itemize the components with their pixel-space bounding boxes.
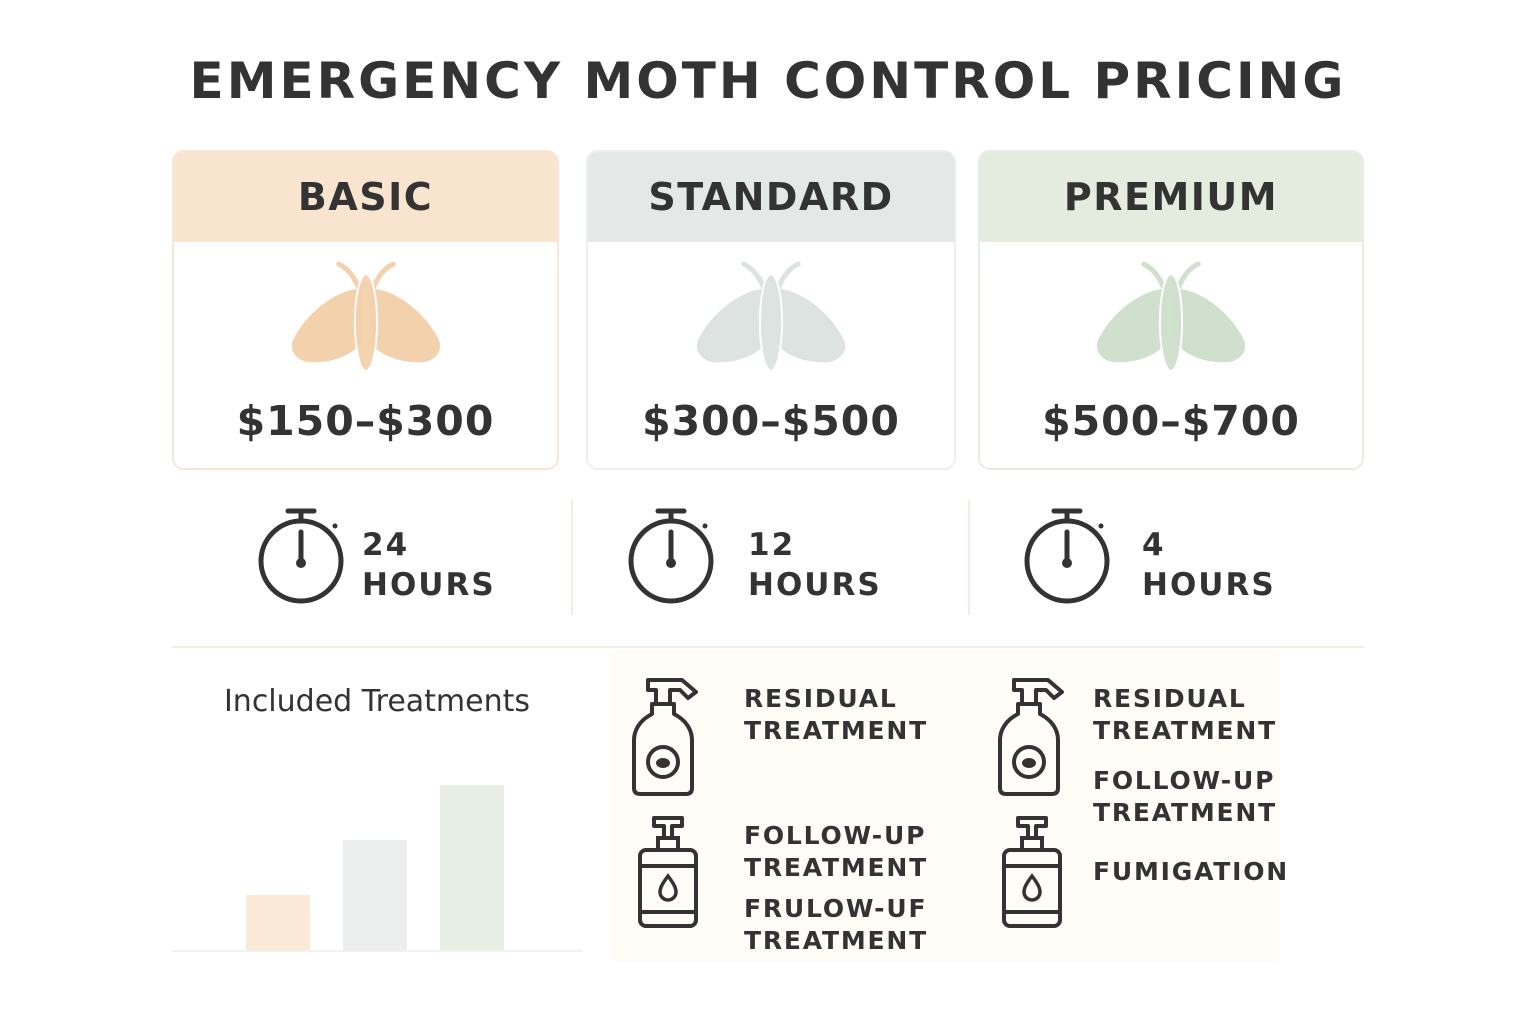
treatment-label: FOLLOW-UP TREATMENT xyxy=(744,821,928,882)
response-time-basic: 24 HOURS xyxy=(258,505,558,615)
plan-price: $150–$300 xyxy=(236,397,495,445)
plan-name: BASIC xyxy=(174,152,557,242)
pump-bottle-icon xyxy=(1002,816,1062,928)
moth-icon xyxy=(291,261,440,372)
column-divider xyxy=(968,500,970,615)
response-hours-unit: HOURS xyxy=(362,567,496,603)
treatment-label: FRULOW-UF TREATMENT xyxy=(744,894,928,955)
chart-bar xyxy=(440,785,504,950)
response-time-premium: 4 HOURS xyxy=(1024,505,1324,615)
plan-price: $300–$500 xyxy=(642,397,900,445)
stopwatch-icon xyxy=(258,508,344,604)
page-title: EMERGENCY MOTH CONTROL PRICING xyxy=(189,52,1347,110)
plan-name: PREMIUM xyxy=(980,152,1362,242)
treatment-label: FOLLOW-UP TREATMENT xyxy=(1093,766,1277,827)
response-hours-value: 24 xyxy=(362,527,410,563)
moth-icon xyxy=(1096,261,1246,372)
plan-card-basic[interactable]: BASIC $150–$300 xyxy=(172,150,559,470)
spray-bottle-icon xyxy=(998,678,1064,796)
response-hours-unit: HOURS xyxy=(1142,567,1276,603)
response-hours-value: 4 xyxy=(1142,527,1166,563)
plan-card-standard[interactable]: STANDARD $300–$500 xyxy=(586,150,956,470)
response-hours-unit: HOURS xyxy=(748,567,882,603)
treatment-label: RESIDUAL TREATMENT xyxy=(744,684,928,745)
plan-card-premium[interactable]: PREMIUM $500–$700 xyxy=(978,150,1364,470)
response-time-standard: 12 HOURS xyxy=(628,505,928,615)
stopwatch-icon xyxy=(1024,508,1110,604)
section-divider xyxy=(172,646,1364,648)
chart-bar xyxy=(246,895,310,950)
chart-title: Included Treatments xyxy=(223,684,531,719)
response-hours-value: 12 xyxy=(748,527,796,563)
spray-bottle-icon xyxy=(632,678,698,796)
column-divider xyxy=(571,500,573,615)
plan-name: STANDARD xyxy=(588,152,954,242)
pump-bottle-icon xyxy=(638,816,698,928)
stopwatch-icon xyxy=(628,508,714,604)
included-treatments-chart xyxy=(172,785,582,952)
treatment-label: RESIDUAL TREATMENT xyxy=(1093,684,1277,745)
treatment-label: FUMIGATION xyxy=(1093,857,1290,886)
moth-icon xyxy=(696,261,846,372)
treatments-panel xyxy=(610,650,1280,962)
chart-bar xyxy=(343,840,407,950)
plan-price: $500–$700 xyxy=(1042,397,1300,445)
